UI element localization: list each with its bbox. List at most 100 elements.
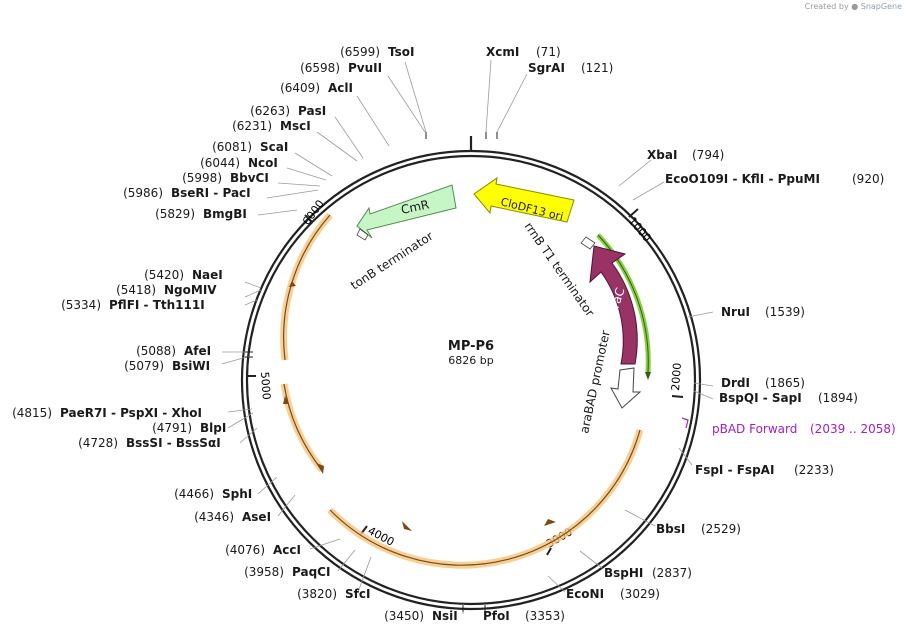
site-pos: (4728) <box>78 436 118 450</box>
orange-orf <box>280 212 644 569</box>
site-pos: (4076) <box>225 543 265 557</box>
feature-label-rrnb: rrnB T1 terminator <box>522 220 598 320</box>
site-name: AclI <box>328 81 353 95</box>
site-pos: (4466) <box>174 487 214 501</box>
orf-arrowhead-icon <box>316 463 324 474</box>
feature-label-cmr: CmR <box>400 197 431 217</box>
site-leader-lines <box>221 59 714 614</box>
site-drdi: DrdI(1865) <box>721 376 805 390</box>
site-paer7i: (4815)PaeR7I - PspXI - XhoI <box>12 406 202 420</box>
site-pos: (6599) <box>340 45 380 59</box>
feature-clodf13-ori: CloDF13 ori <box>473 176 575 223</box>
site-pos: (1539) <box>765 305 805 319</box>
site-pflfi: (5334)PflFI - Tth111I <box>61 298 205 312</box>
site-name: BsiWI <box>172 359 210 373</box>
feature-arac: araC <box>589 245 638 365</box>
site-ncoi: (6044)NcoI <box>200 156 278 170</box>
site-name: PflFI - Tth111I <box>109 298 205 312</box>
site-naei: (5420) NaeI <box>144 268 223 282</box>
enzyme-labels: (6599)TsoI (6598) PvuII (6409) AclI (6263)… <box>12 45 884 623</box>
site-pos: (2529) <box>701 522 741 536</box>
site-pos: (5420) <box>144 268 184 282</box>
site-pfoi: PfoI(3353) <box>483 609 565 623</box>
site-name: DrdI <box>721 376 750 390</box>
site-pos: (3958) <box>244 565 284 579</box>
site-name: SfcI <box>345 587 370 601</box>
site-scai: (6081) ScaI <box>212 140 288 154</box>
site-name: ScaI <box>260 140 288 154</box>
site-msci: (6231) MscI <box>232 119 311 133</box>
site-pos: (6598) <box>300 61 340 75</box>
site-name: BspHI <box>604 566 643 580</box>
site-bsiwi: (5079) BsiWI <box>124 359 210 373</box>
site-pos: (3450) <box>384 609 424 623</box>
site-name: PasI <box>298 104 326 118</box>
site-pos: (5829) <box>155 207 195 221</box>
site-tick-marks <box>245 132 498 612</box>
site-bbvci: (5998) BbvCI <box>182 171 269 185</box>
site-name: AccI <box>273 543 301 557</box>
site-name: MscI <box>280 119 311 133</box>
site-name: BbvCI <box>230 171 269 185</box>
site-nsii: (3450) NsiI <box>384 609 458 623</box>
site-name: BseRI - PacI <box>171 186 251 200</box>
site-econi: EcoNI (3029) <box>566 587 660 601</box>
site-name: BssSI - BssSαI <box>126 436 221 450</box>
tick-label-1000: 1000 <box>626 215 654 245</box>
site-name: SgrAI <box>528 61 565 75</box>
backbone <box>240 149 702 611</box>
site-name: PaqCI <box>292 565 330 579</box>
site-name: EcoO109I - KflI - PpuMI <box>665 172 820 186</box>
site-acli: (6409) AclI <box>280 81 353 95</box>
site-pos: (4346) <box>194 510 234 524</box>
site-name: AseI <box>242 510 271 524</box>
site-pos: (2233) <box>794 463 834 477</box>
site-pos: (5998) <box>182 171 222 185</box>
site-pos: (5079) <box>124 359 164 373</box>
feature-label-tonb: tonB terminator <box>348 229 436 293</box>
site-name: BbsI <box>656 522 685 536</box>
site-name: EcoNI <box>566 587 604 601</box>
tick-label-5000: 5000 <box>258 371 273 400</box>
site-bseri: (5986)BseRI - PacI <box>123 186 251 200</box>
site-pos: (4815) <box>12 406 52 420</box>
site-afei: (5088)AfeI <box>136 344 211 358</box>
site-pos: (5418) <box>116 283 156 297</box>
site-name: BspQI - SapI <box>719 391 802 405</box>
site-name: NsiI <box>432 609 458 623</box>
site-pvuii: (6598) PvuII <box>300 61 382 75</box>
site-eco0109i: EcoO109I - KflI - PpuMI(920) <box>665 172 884 186</box>
site-pasi: (6263)PasI <box>250 104 326 118</box>
green-orf-arrowhead-icon <box>645 372 651 380</box>
site-pos: (3029) <box>620 587 660 601</box>
tick-label-2000: 2000 <box>669 362 684 391</box>
site-name: NaeI <box>192 268 223 282</box>
site-sfci: (3820)SfcI <box>297 587 370 601</box>
site-pos: (6231) <box>232 119 272 133</box>
site-name: PvuII <box>348 61 382 75</box>
site-name: BlpI <box>200 421 226 435</box>
site-bbsi: BbsI (2529) <box>656 522 741 536</box>
feature-label-arabad: araBAD promoter <box>577 329 613 435</box>
feature-cmr: CmR <box>356 184 457 239</box>
site-fspi: FspI - FspAI(2233) <box>695 463 834 477</box>
site-name: PfoI <box>483 609 510 623</box>
site-pos: (121) <box>581 61 613 75</box>
site-pos: (6409) <box>280 81 320 95</box>
primer-pbad-forward: pBAD Forward (2039 .. 2058) <box>681 417 896 436</box>
site-pos: (6081) <box>212 140 252 154</box>
site-name: BmgBI <box>203 207 247 221</box>
site-paqci: (3958) PaqCI <box>244 565 330 579</box>
site-pos: (5088) <box>136 344 176 358</box>
site-blpi: (4791)BlpI <box>152 421 226 435</box>
feature-rrnb-terminator: rrnB T1 terminator <box>522 220 598 320</box>
site-name: XbaI <box>647 148 677 162</box>
site-tsoi: (6599)TsoI <box>340 45 414 59</box>
site-sphi: (4466)SphI <box>174 487 252 501</box>
site-name: NcoI <box>248 156 278 170</box>
site-asei: (4346) AseI <box>194 510 271 524</box>
orf-arrowhead-icon <box>283 396 289 404</box>
site-name: NruI <box>721 305 750 319</box>
green-orf <box>596 233 651 380</box>
